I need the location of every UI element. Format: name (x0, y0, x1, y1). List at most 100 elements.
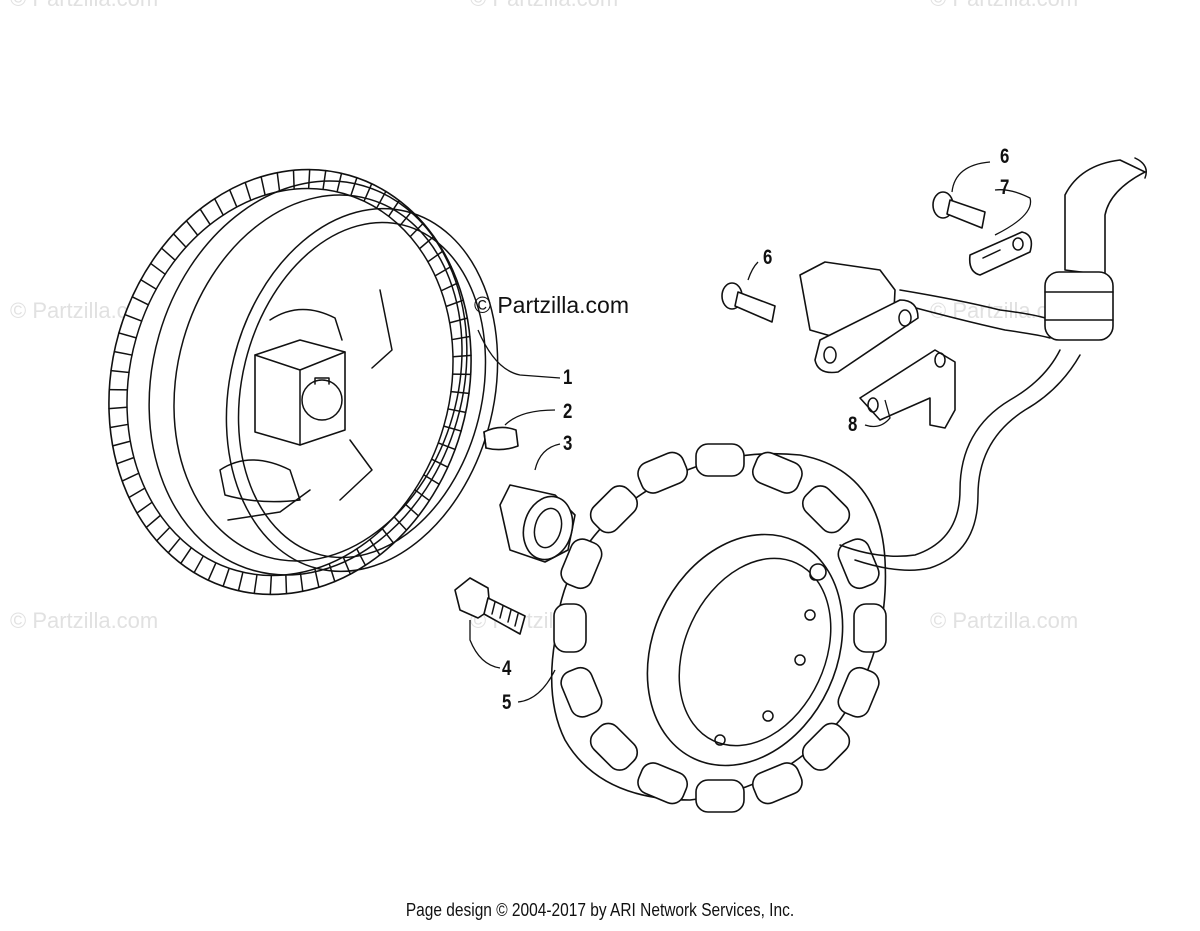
flywheel-tooth (450, 390, 470, 395)
flywheel-tooth (451, 335, 471, 341)
sensor-bracket (799, 261, 956, 429)
flywheel-tooth (434, 265, 452, 277)
flywheel-tooth (213, 197, 224, 216)
screw (932, 191, 986, 229)
stator-pole (560, 538, 603, 590)
flywheel-tooth (399, 210, 413, 226)
flywheel-tooth (121, 472, 140, 482)
wire-harness (839, 157, 1147, 571)
stator-pole (589, 485, 639, 534)
woodruff-key (483, 426, 519, 451)
flywheel-tooth (155, 527, 171, 542)
flywheel-tooth (145, 514, 161, 529)
flywheel-tooth (111, 440, 131, 447)
flywheel-tooth (260, 176, 266, 196)
flywheel-tooth (447, 408, 467, 414)
callout-8: 8 (848, 413, 858, 436)
flange-bolt (454, 577, 526, 635)
stator-pole (853, 603, 887, 653)
callout-6: 6 (763, 246, 773, 269)
flywheel-tooth (222, 568, 230, 588)
flywheel-tooth (452, 354, 472, 358)
flywheel-tooth (128, 487, 146, 499)
flywheel-tooth (363, 183, 373, 202)
flywheel-tooth (108, 406, 128, 410)
leader-lines (469, 161, 1032, 703)
flywheel-tooth (160, 247, 176, 261)
flywheel-tooth (356, 548, 367, 567)
flywheel-tooth (285, 574, 288, 595)
stator (550, 443, 887, 813)
stator-pole (695, 779, 745, 813)
callout-6: 6 (1000, 145, 1010, 168)
flywheel-tooth (207, 562, 217, 581)
flywheel-tooth (109, 423, 129, 429)
flywheel-tooth (419, 235, 435, 250)
brand-watermark: © Partzilla.com (474, 292, 629, 318)
flywheel-tooth (244, 181, 252, 201)
flywheel-tooth (149, 262, 166, 275)
flywheel-tooth (136, 501, 153, 514)
callout-7: 7 (1000, 176, 1010, 199)
stator-pole (695, 443, 745, 477)
lock-plate (968, 231, 1033, 276)
flywheel-tooth (167, 538, 181, 554)
flywheel-tooth (437, 442, 456, 451)
callout-5: 5 (502, 691, 512, 714)
flywheel-tooth (440, 282, 459, 292)
flywheel-tooth (118, 332, 137, 339)
flywheel-tooth (131, 296, 150, 306)
callout-1: 1 (563, 366, 573, 389)
stator-pole (637, 762, 689, 805)
collar (499, 484, 576, 563)
flywheel-tooth (299, 572, 304, 593)
flywheel-tooth (376, 190, 387, 208)
watermark: © Partzilla.com (10, 0, 158, 12)
stator-pole (560, 666, 603, 718)
flywheel-tooth (381, 528, 395, 544)
watermark: © Partzilla.com (930, 608, 1079, 633)
flywheel-tooth (124, 313, 143, 322)
flywheel-tooth (228, 189, 238, 208)
flywheel-tooth (350, 176, 358, 196)
flywheel-tooth (276, 171, 281, 192)
callout-4: 4 (502, 657, 512, 680)
flywheel-tooth (314, 568, 320, 588)
stator-pole (801, 485, 851, 534)
flywheel-tooth (115, 456, 135, 465)
flywheel-tooth (404, 503, 420, 517)
stator-pole (837, 666, 880, 718)
flywheel-tooth (445, 299, 465, 308)
flywheel-tooth (423, 474, 440, 486)
flywheel-tooth (336, 172, 343, 192)
flywheel-tooth (328, 563, 336, 583)
stator-pole (553, 603, 587, 653)
flywheel (108, 168, 499, 596)
stator-pole (837, 538, 880, 590)
callout-3: 3 (563, 432, 573, 455)
stator-pole (801, 722, 851, 771)
flywheel-tooth (322, 169, 327, 190)
flywheel-tooth (237, 572, 244, 592)
stator-pole (751, 762, 803, 805)
flywheel-tooth (140, 278, 157, 290)
flywheel-tooth (307, 168, 311, 189)
stator-pole (637, 451, 689, 494)
flywheel-tooth (253, 574, 258, 595)
flywheel-tooth (430, 458, 449, 468)
flywheel-tooth (427, 250, 444, 263)
flywheel-tooth (342, 556, 352, 575)
flywheel-tooth (269, 575, 273, 596)
flywheel-tooth (185, 220, 199, 236)
flywheel-tooth (449, 317, 469, 324)
stator-pole (751, 451, 803, 494)
flywheel-tooth (443, 425, 462, 432)
flywheel-tooth (180, 547, 192, 565)
watermark: © Partzilla.com (10, 608, 159, 633)
flywheel-tooth (193, 556, 204, 574)
flywheel-tooth (369, 539, 381, 556)
flywheel-tooth (113, 350, 133, 356)
flywheel-tooth (110, 369, 130, 374)
flywheel-tooth (292, 169, 295, 190)
